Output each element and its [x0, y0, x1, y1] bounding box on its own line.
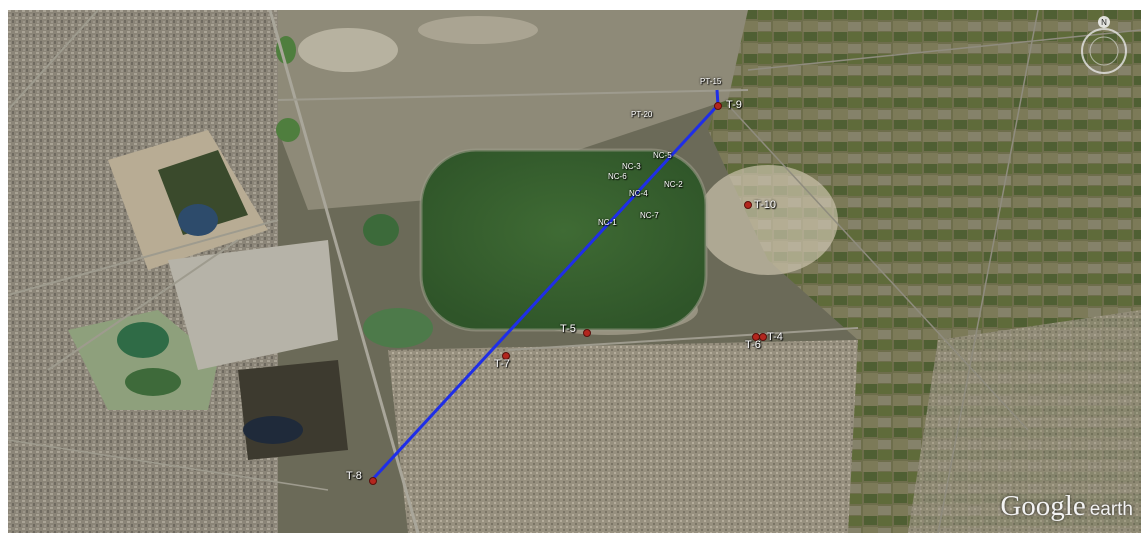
satellite-map-view[interactable]: PT-15 T-9 PT-20 NC-5 NC-3 NC-6 NC-4 NC-2… — [8, 10, 1141, 533]
label-t4: T-4 — [767, 331, 783, 343]
label-nc7: NC-7 — [640, 211, 659, 220]
label-t6: T-6 — [745, 339, 761, 351]
label-nc3: NC-3 — [622, 162, 641, 171]
label-nc1: NC-1 — [598, 218, 617, 227]
label-nc6: NC-6 — [608, 172, 627, 181]
brand-secondary: earth — [1089, 499, 1133, 520]
label-t9: T-9 — [726, 99, 742, 111]
brand-primary: Google — [1000, 490, 1086, 522]
compass-north-label: N — [1101, 18, 1107, 27]
label-t10: T-10 — [754, 199, 777, 211]
label-nc2: NC-2 — [664, 180, 683, 189]
marker-t8[interactable] — [369, 477, 377, 485]
marker-t7[interactable] — [502, 352, 510, 360]
label-t8: T-8 — [346, 470, 362, 482]
compass-rose-icon[interactable]: N — [1073, 14, 1135, 76]
label-t7: T-7 — [494, 358, 510, 370]
label-pt20: PT-20 — [631, 110, 653, 119]
label-t5: T-5 — [560, 323, 576, 335]
marker-t5[interactable] — [583, 329, 591, 337]
marker-t9[interactable] — [714, 102, 722, 110]
marker-t10[interactable] — [744, 201, 752, 209]
label-nc5: NC-5 — [653, 151, 672, 160]
satellite-imagery — [8, 10, 1141, 533]
label-nc4: NC-4 — [629, 189, 648, 198]
label-pt15: PT-15 — [700, 77, 722, 86]
marker-t4[interactable] — [759, 333, 767, 341]
